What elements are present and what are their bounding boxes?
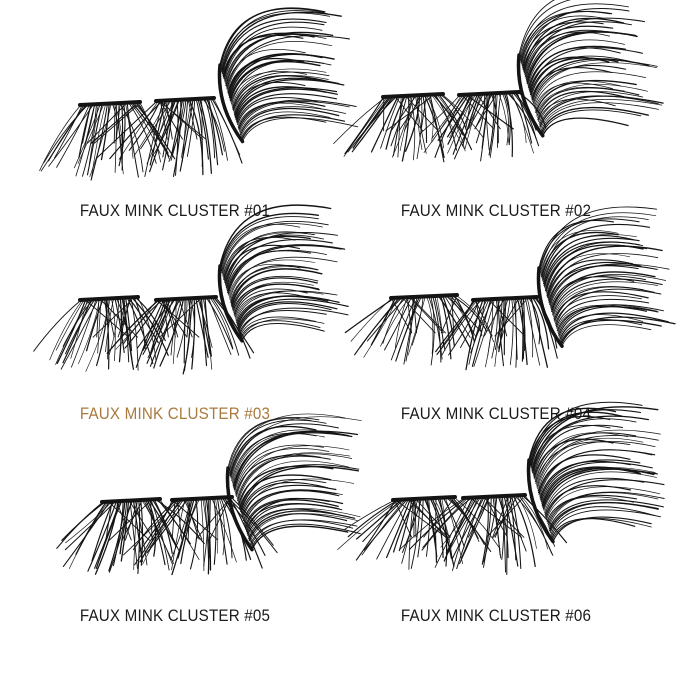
lash-cluster-middle-1 <box>96 96 243 177</box>
lash-cluster-middle-2 <box>419 90 547 162</box>
lash-cluster-curved-3 <box>217 204 349 343</box>
lash-cluster-curved-5 <box>225 413 362 552</box>
product-cell-06: FAUX MINK CLUSTER #06 <box>331 401 665 645</box>
product-cell-01: FAUX MINK CLUSTER #01 <box>10 7 359 240</box>
product-cell-04: FAUX MINK CLUSTER #04 <box>331 206 676 443</box>
lash-cluster-image-01 <box>39 7 359 181</box>
product-cell-03: FAUX MINK CLUSTER #03 <box>10 204 349 443</box>
product-cell-02: FAUX MINK CLUSTER #02 <box>331 0 664 240</box>
lash-cluster-image-05 <box>56 413 362 576</box>
lash-cluster-left-6 <box>337 495 501 570</box>
lash-cluster-image-06 <box>337 401 665 576</box>
product-label-04: FAUX MINK CLUSTER #04 <box>400 405 592 423</box>
product-label-03: FAUX MINK CLUSTER #03 <box>79 405 271 423</box>
product-label-05: FAUX MINK CLUSTER #05 <box>79 607 271 625</box>
lash-cluster-middle-4 <box>435 295 558 371</box>
lash-cluster-curved-4 <box>536 206 676 348</box>
lash-cluster-left-4 <box>344 293 495 366</box>
lash-cluster-left-2 <box>333 92 484 163</box>
product-label-02: FAUX MINK CLUSTER #02 <box>400 202 592 220</box>
lash-cluster-left-5 <box>56 497 205 575</box>
lash-cluster-curved-6 <box>526 401 665 544</box>
lash-cluster-middle-6 <box>399 493 568 576</box>
product-cell-05: FAUX MINK CLUSTER #05 <box>10 413 362 645</box>
lash-cluster-middle-3 <box>106 295 255 375</box>
lash-cluster-image-04 <box>344 206 676 371</box>
product-label-01: FAUX MINK CLUSTER #01 <box>79 202 271 220</box>
lash-cluster-curved-2 <box>516 0 664 138</box>
lash-cluster-left-1 <box>39 100 176 181</box>
lash-cluster-image-03 <box>33 204 349 375</box>
product-label-06: FAUX MINK CLUSTER #06 <box>400 607 592 625</box>
lash-cluster-middle-5 <box>123 495 278 576</box>
lash-cluster-curved-1 <box>217 7 359 144</box>
lash-cluster-image-02 <box>333 0 664 163</box>
